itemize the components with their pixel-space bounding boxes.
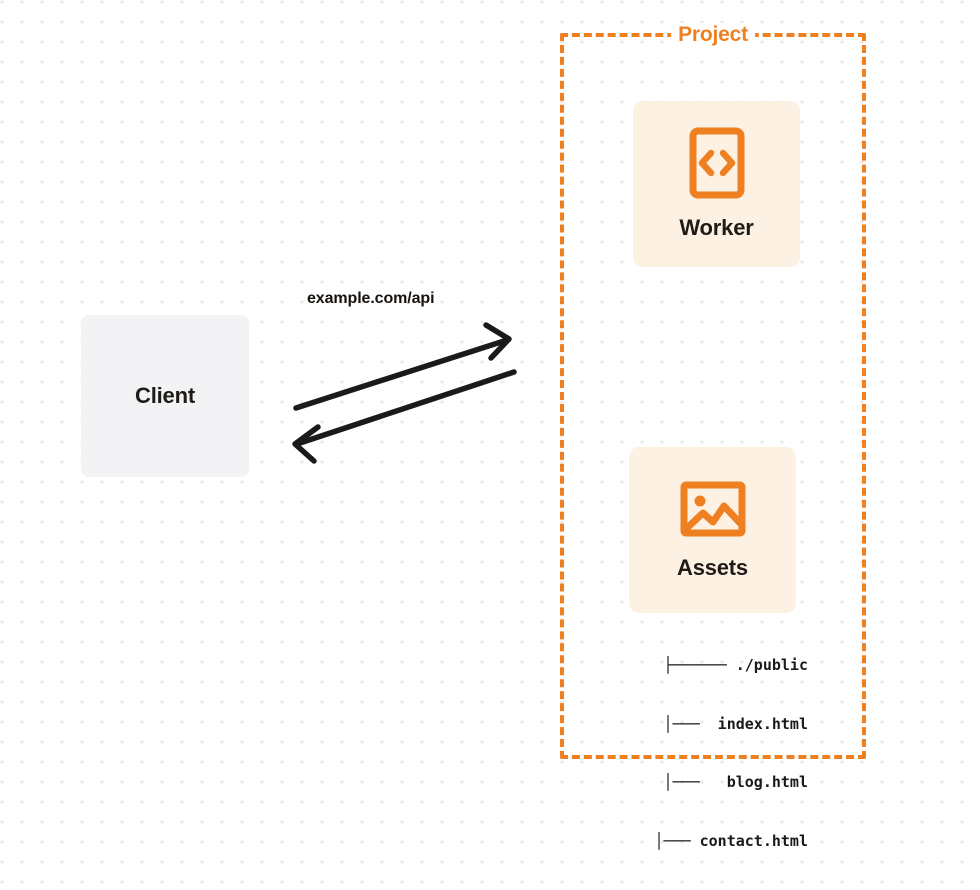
code-brackets-icon — [689, 127, 744, 199]
diagram-canvas: Client example.com/api Project Worker — [81, 23, 866, 850]
file-tree-row: │─── index.html — [645, 714, 808, 733]
file-tree: ├────── ./public │─── index.html │─── bl… — [608, 617, 808, 890]
node-client-label: Client — [135, 383, 195, 408]
arrow-request-icon — [293, 322, 512, 411]
file-tree-row: │─── blog.html — [645, 773, 808, 791]
node-assets[interactable]: Assets — [629, 447, 796, 613]
edge-arrows — [292, 322, 517, 464]
edge-label-example-com-api: example.com/api — [307, 290, 435, 307]
file-tree-row: │─── contact.html — [636, 831, 808, 850]
node-project-boundary[interactable]: Project — [560, 23, 866, 759]
file-tree-row: ├────── ./public — [663, 656, 809, 674]
node-worker[interactable]: Worker — [633, 101, 800, 267]
image-icon — [680, 481, 745, 537]
node-client[interactable]: Client — [81, 315, 249, 477]
arrow-response-icon — [292, 369, 517, 464]
node-assets-label: Assets — [677, 555, 748, 580]
node-worker-label: Worker — [679, 215, 754, 240]
node-project-label: Project — [671, 23, 755, 47]
